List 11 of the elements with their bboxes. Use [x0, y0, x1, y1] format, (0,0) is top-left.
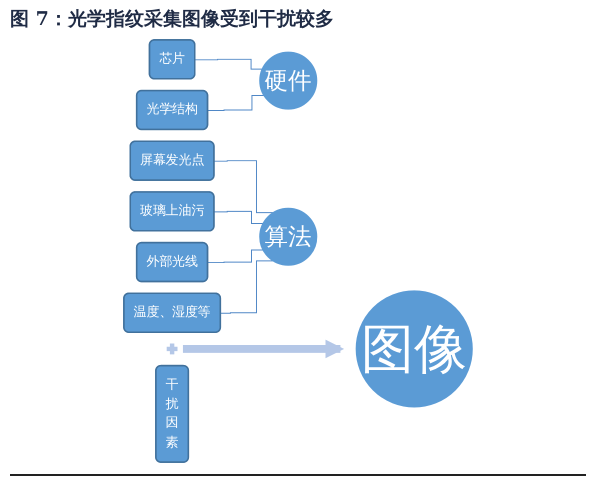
node-circle: 硬件 [259, 52, 318, 110]
title: 图 7：光学指纹采集图像受到干扰较多 [10, 7, 334, 32]
connector [194, 58, 263, 70]
connector [207, 94, 264, 111]
node-circle: 图像 [356, 290, 473, 408]
arrow [182, 339, 344, 358]
connector [214, 210, 264, 224]
connector [220, 260, 274, 314]
connector [214, 160, 274, 214]
connector [207, 250, 264, 264]
node-circle: 算法 [259, 208, 318, 266]
